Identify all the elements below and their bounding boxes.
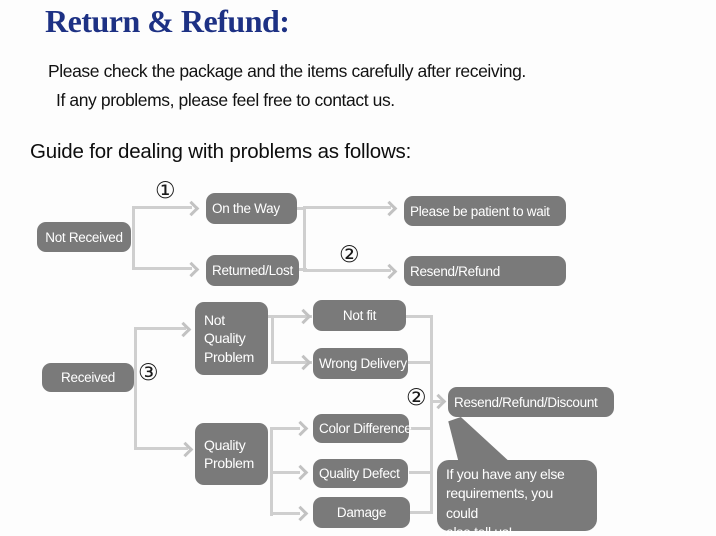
connector-line [406,315,432,318]
step-marker-2-bottom: ② [406,385,427,411]
step-marker-2-top: ② [339,242,360,268]
arrow-right-icon [183,200,200,217]
connector-line [271,361,312,364]
arrow-right-icon [430,393,447,410]
speech-bubble-tail [448,417,509,461]
intro-line-1: Please check the package and the items c… [48,61,526,81]
arrow-right-icon [177,441,194,458]
arrow-right-icon [381,263,398,280]
node-not-received: Not Received [37,222,131,252]
page-title: Return & Refund: [45,3,290,39]
node-quality-defect: Quality Defect [313,459,408,488]
connector-line [270,471,300,474]
connector-line [271,315,274,364]
arrow-right-icon [295,308,312,325]
node-please-be-patient: Please be patient to wait [404,196,566,226]
arrow-right-icon [183,261,200,278]
connector-line [430,315,433,514]
node-returned-lost: Returned/Lost [206,255,299,286]
connector-line [270,512,300,515]
connector-line [270,427,300,430]
arrow-right-icon [381,200,398,217]
node-color-difference: Color Difference [313,414,412,443]
connector-line [303,269,391,272]
arrow-right-icon [292,505,309,522]
connector-line [430,400,443,403]
connector-line [410,511,432,514]
connector-line [303,207,306,271]
arrow-right-icon [292,464,309,481]
connector-line [303,206,391,209]
arrow-right-icon [175,321,192,338]
arrow-right-icon [295,354,312,371]
node-quality-problem: Quality Problem [195,423,268,485]
connector-line [409,471,432,474]
arrow-right-icon [292,420,309,437]
connector-line [132,206,192,209]
node-not-fit: Not fit [313,300,406,331]
node-resend-refund: Resend/Refund [404,256,566,286]
node-received: Received [42,363,134,392]
node-damage: Damage [313,497,410,528]
node-wrong-delivery: Wrong Delivery [313,348,408,379]
speech-bubble: If you have any else requirements, you c… [437,460,597,536]
connector-line [132,267,192,270]
connector-line [134,447,188,450]
connector-line [408,361,432,364]
node-not-quality-problem: Not Quality Problem [195,302,268,375]
connector-line [134,328,137,450]
connector-line [296,207,306,210]
connector-line [134,327,186,330]
connector-line [132,206,135,270]
connector-line [268,315,312,318]
step-marker-1: ① [155,178,176,204]
connector-line [409,427,432,430]
intro-line-2: If any problems, please feel free to con… [56,90,395,110]
node-resend-refund-discount: Resend/Refund/Discount [448,387,614,417]
node-on-the-way: On the Way [206,193,297,224]
step-marker-3: ③ [138,360,159,386]
guide-heading: Guide for dealing with problems as follo… [30,140,412,163]
